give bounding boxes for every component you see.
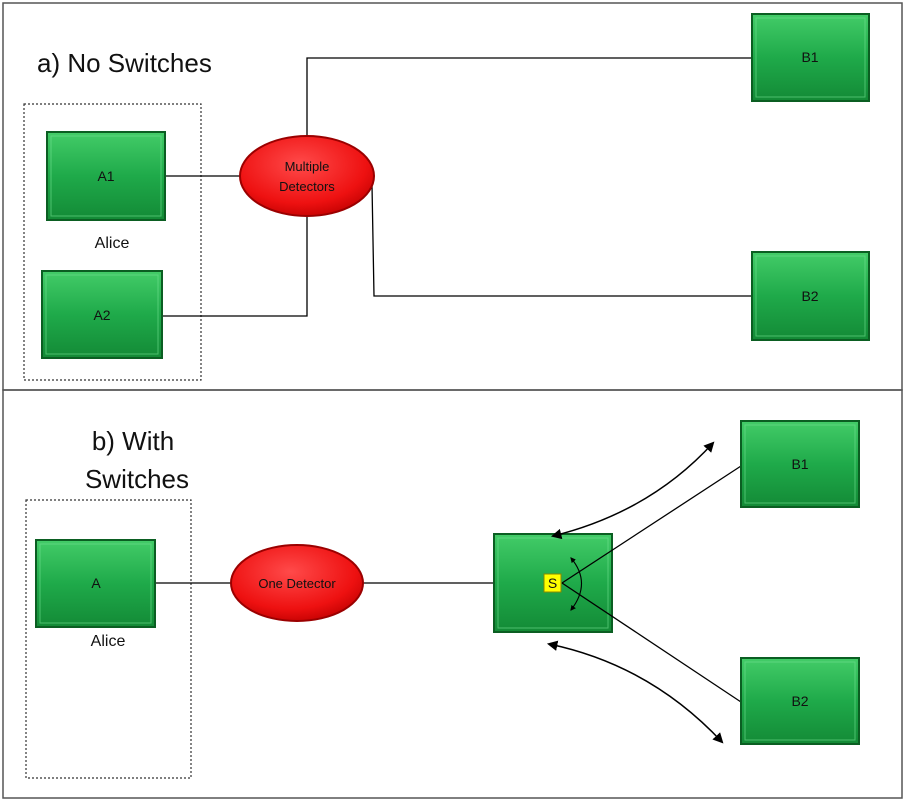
box-a: A [35,539,156,628]
panel-a-connections [162,57,752,317]
detector-multiple: Multiple Detectors [239,135,375,217]
alice-group-b [25,499,192,779]
box-a2-label: A2 [93,307,110,323]
switch-arrow-lower [546,640,724,744]
panel-b-frame [2,389,903,799]
box-b2-a-label: B2 [801,288,818,304]
box-b1-b: B1 [740,420,860,508]
link-detector-b1 [306,57,752,136]
detector-multiple-line2: Detectors [279,179,335,194]
box-b2-b-label: B2 [791,693,808,709]
panel-a-title: a) No Switches [37,48,212,78]
switch-rotation-arc [570,557,583,611]
alice-group-a [23,103,202,381]
box-a1-label: A1 [97,168,114,184]
alice-label-b: Alice [91,633,126,650]
panel-b-title-line1: b) With [92,426,174,456]
detector-one-label: One Detector [258,576,336,591]
panel-b-title-line2: Switches [85,464,189,494]
box-a2: A2 [41,270,163,359]
switch-arrow-upper [550,441,715,540]
detector-one: One Detector [230,544,364,622]
box-b1-a: B1 [751,13,870,102]
link-detector-b2 [371,184,752,297]
box-a1: A1 [46,131,166,221]
box-a-label: A [91,575,101,591]
box-b1-a-label: B1 [801,49,818,65]
box-b2-b: B2 [740,657,860,745]
link-a2-detector [162,217,308,317]
box-b1-b-label: B1 [791,456,808,472]
detector-multiple-line1: Multiple [285,159,330,174]
alice-label-a: Alice [95,235,130,252]
box-b2-a: B2 [751,251,870,341]
switch-s: S [543,573,562,593]
switch-s-label: S [548,575,557,591]
